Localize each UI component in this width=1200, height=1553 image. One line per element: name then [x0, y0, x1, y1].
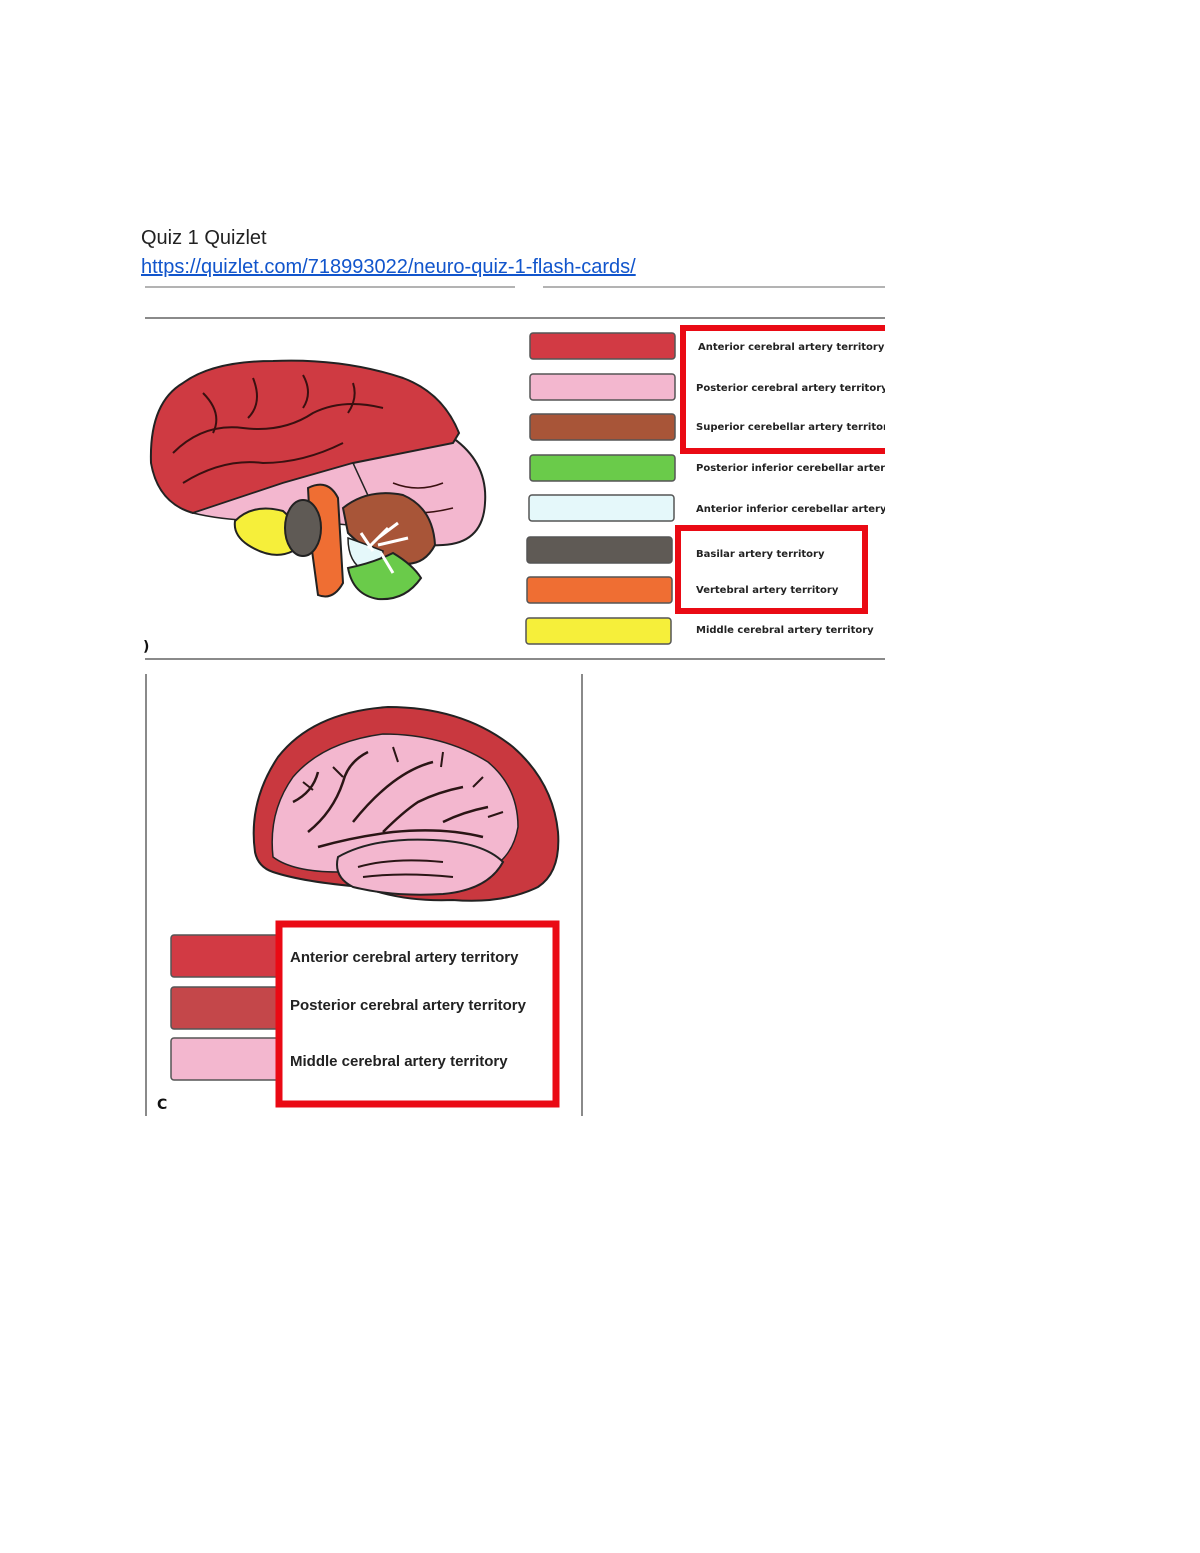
legend-swatch-mca-lateral: [170, 1037, 284, 1081]
legend-label-aca: Anterior cerebral artery territory: [698, 342, 885, 353]
legend-label-basilar: Basilar artery territory: [696, 549, 825, 560]
legend-swatch-aca-lateral: [170, 934, 284, 978]
lateral-brain-svg: Anterior cerebral artery territory Poste…: [145, 674, 583, 1116]
panel-letter-b: ): [143, 639, 149, 655]
quizlet-link[interactable]: https://quizlet.com/718993022/neuro-quiz…: [141, 256, 636, 278]
lateral-legend: [170, 934, 284, 1081]
medial-brain-svg: Anterior cerebral artery territory Poste…: [143, 286, 885, 660]
legend-swatch-mca: [525, 617, 672, 645]
lateral-brain-illustration: [252, 705, 560, 902]
legend-swatch-aica: [528, 494, 675, 522]
legend-label-pca-lateral: Posterior cerebral artery territory: [290, 997, 527, 1014]
legend-swatch-pca: [529, 373, 676, 401]
highlight-box-middle: [675, 525, 868, 614]
highlight-box-top: [680, 325, 885, 454]
medial-brain-illustration: [149, 359, 487, 601]
legend-label-pca: Posterior cerebral artery territory: [696, 383, 885, 394]
legend-label-aca-lateral: Anterior cerebral artery territory: [290, 949, 519, 966]
legend-swatch-aca: [529, 332, 676, 360]
legend-swatch-basilar: [526, 536, 673, 564]
panel-letter-c: C: [157, 1097, 167, 1113]
highlight-box-lateral: [275, 920, 560, 1108]
legend-swatch-pica: [529, 454, 676, 482]
legend-label-sca: Superior cerebellar artery territory: [696, 422, 885, 433]
lateral-brain-figure: Anterior cerebral artery territory Poste…: [143, 672, 585, 1116]
legend-swatch-vertebral: [526, 576, 673, 604]
medial-legend: Anterior cerebral artery territory Poste…: [525, 332, 885, 645]
legend-label-mca: Middle cerebral artery territory: [696, 625, 874, 636]
legend-label-vertebral: Vertebral artery territory: [696, 585, 839, 596]
legend-label-pica: Posterior inferior cerebellar artery ter: [696, 463, 885, 474]
legend-swatch-pca-lateral: [170, 986, 284, 1030]
document-title: Quiz 1 Quizlet: [141, 227, 267, 249]
legend-swatch-sca: [529, 413, 676, 441]
medial-brain-figure: Anterior cerebral artery territory Poste…: [143, 283, 885, 663]
legend-label-aica: Anterior inferior cerebellar artery ten: [696, 504, 885, 515]
legend-label-mca-lateral: Middle cerebral artery territory: [290, 1053, 508, 1070]
